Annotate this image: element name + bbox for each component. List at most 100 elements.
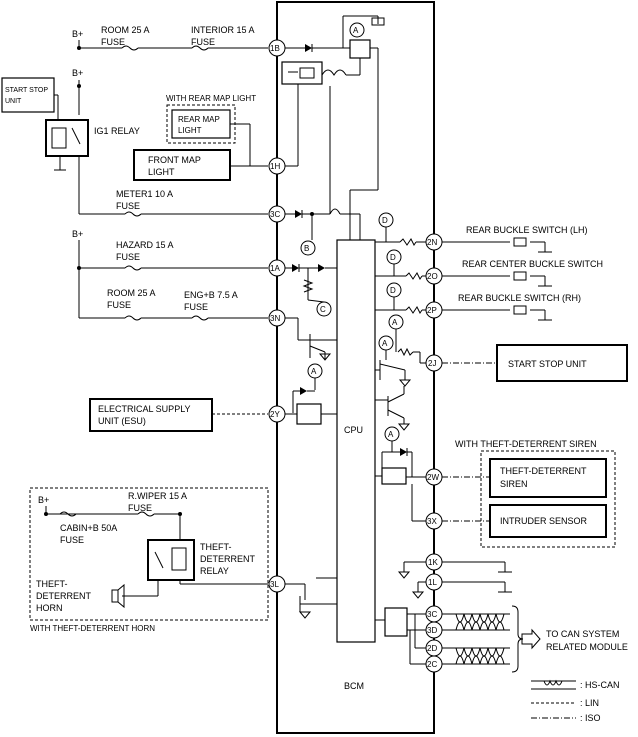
theft-siren-option bbox=[480, 450, 616, 548]
terminal-label: 2C bbox=[427, 660, 437, 669]
fuse-word: FUSE bbox=[107, 300, 131, 310]
horn-icon bbox=[111, 583, 125, 609]
b-plus-label: B+ bbox=[72, 229, 83, 239]
terminal-label: 2D bbox=[427, 644, 437, 653]
relay-coil bbox=[349, 39, 371, 59]
terminal-label: 1A bbox=[270, 264, 280, 273]
marker-label: B bbox=[304, 244, 309, 253]
fuse-label: ROOM 25 A bbox=[101, 25, 150, 35]
legend-label: : HS-CAN bbox=[580, 680, 620, 690]
marker-label: D bbox=[390, 253, 396, 262]
fuse-hazard bbox=[124, 265, 142, 271]
component-label: RELATED MODULE bbox=[546, 642, 628, 652]
marker-label: A bbox=[388, 430, 394, 439]
terminal-label: 2P bbox=[427, 306, 437, 315]
marker-label: A bbox=[311, 367, 317, 376]
component-label: WITH THEFT-DETERRENT SIREN bbox=[455, 439, 597, 449]
cpu-label: CPU bbox=[344, 425, 363, 435]
start-stop-unit-right-box bbox=[496, 344, 628, 382]
fuse-room-25a-2 bbox=[124, 315, 142, 321]
fuse-label: ROOM 25 A bbox=[107, 288, 156, 298]
component-label: WITH REAR MAP LIGHT bbox=[166, 94, 256, 103]
marker-label: A bbox=[353, 26, 359, 35]
component-label: THEFT- bbox=[36, 579, 68, 589]
siren-driver bbox=[381, 467, 407, 485]
terminal-label: 2J bbox=[428, 359, 436, 368]
start-stop-unit-box bbox=[1, 77, 55, 113]
terminal-label: 1K bbox=[428, 558, 438, 567]
legend-hs-can-icon bbox=[543, 679, 563, 686]
esu-driver bbox=[296, 403, 322, 425]
component-label: HORN bbox=[36, 603, 63, 613]
component-label: START STOP UNIT bbox=[508, 359, 587, 369]
component-label: REAR CENTER BUCKLE SWITCH bbox=[462, 259, 603, 269]
marker-label: A bbox=[382, 339, 388, 348]
fuse-word: FUSE bbox=[101, 37, 125, 47]
marker-label: C bbox=[320, 305, 326, 314]
fuse-cabin-b bbox=[59, 511, 77, 517]
terminal-label: 3C bbox=[270, 210, 280, 219]
component-label: DETERRENT bbox=[200, 554, 256, 564]
terminal-label: 2Y bbox=[270, 410, 280, 419]
component-label: LIGHT bbox=[178, 126, 202, 135]
b-plus-label: B+ bbox=[72, 29, 83, 39]
fuse-label: METER1 10 A bbox=[116, 189, 173, 199]
fuse-label: ENG+B 7.5 A bbox=[184, 290, 238, 300]
terminal-label: 3X bbox=[427, 517, 437, 526]
fuse-r-wiper bbox=[137, 511, 155, 517]
component-label: UNIT bbox=[5, 98, 22, 105]
terminal-label: 2O bbox=[427, 272, 438, 281]
theft-deterrent-siren-box bbox=[489, 458, 607, 498]
rear-buckle-lh-switch bbox=[513, 237, 527, 247]
fuse-label: CABIN+B 50A bbox=[60, 523, 117, 533]
component-label: THEFT- bbox=[200, 542, 232, 552]
b-plus-label: B+ bbox=[72, 68, 83, 78]
component-label: ELECTRICAL SUPPLY bbox=[98, 404, 191, 414]
bcm-label: BCM bbox=[344, 681, 364, 691]
component-label: RELAY bbox=[200, 566, 229, 576]
terminal-label: 3D bbox=[427, 626, 437, 635]
legend-label: : LIN bbox=[580, 698, 599, 708]
terminal-label: 1B bbox=[270, 44, 280, 53]
marker-b bbox=[300, 240, 316, 256]
fuse-room-25a bbox=[121, 45, 139, 51]
intruder-sensor-box bbox=[489, 504, 607, 538]
fuse-word: FUSE bbox=[191, 37, 215, 47]
component-label: TO CAN SYSTEM bbox=[546, 629, 619, 639]
marker-label: D bbox=[382, 216, 388, 225]
esu-box bbox=[89, 398, 213, 432]
fuse-interior-15a bbox=[191, 45, 209, 51]
fuse-word: FUSE bbox=[116, 201, 140, 211]
fuse-word: FUSE bbox=[60, 535, 84, 545]
component-label: REAR BUCKLE SWITCH (LH) bbox=[466, 225, 588, 235]
fuse-word: FUSE bbox=[116, 252, 140, 262]
terminal-label: 2N bbox=[427, 238, 437, 247]
component-label: INTRUDER SENSOR bbox=[500, 516, 588, 526]
terminal-label: 2W bbox=[427, 473, 439, 482]
can-transceiver bbox=[384, 607, 408, 637]
can-brace bbox=[511, 605, 524, 673]
terminal-label: 1H bbox=[270, 162, 280, 171]
component-label: THEFT-DETERRENT bbox=[500, 466, 587, 476]
b-plus-label: B+ bbox=[38, 495, 49, 505]
marker-label: D bbox=[390, 286, 396, 295]
ig1-relay bbox=[45, 119, 89, 157]
component-label: UNIT (ESU) bbox=[98, 416, 146, 426]
terminal-label: 3C bbox=[427, 610, 437, 619]
component-label: REAR BUCKLE SWITCH (RH) bbox=[458, 293, 581, 303]
component-label: WITH THEFT-DETERRENT HORN bbox=[30, 624, 155, 633]
fuse-eng-b bbox=[191, 315, 209, 321]
component-label: REAR MAP bbox=[178, 115, 220, 124]
terminal-label: 1L bbox=[428, 578, 437, 587]
component-label: SIREN bbox=[500, 479, 528, 489]
terminal-label: 3L bbox=[270, 580, 279, 589]
can-twist-1 bbox=[455, 613, 505, 623]
fuse-label: INTERIOR 15 A bbox=[191, 25, 255, 35]
diode-icon bbox=[305, 44, 312, 52]
marker-label: A bbox=[392, 318, 398, 327]
rear-buckle-rh-switch bbox=[513, 305, 527, 315]
component-label: START STOP bbox=[5, 87, 48, 94]
ground-icon bbox=[371, 17, 385, 26]
terminal-label: 3N bbox=[270, 314, 280, 323]
fuse-label: R.WIPER 15 A bbox=[128, 491, 187, 501]
